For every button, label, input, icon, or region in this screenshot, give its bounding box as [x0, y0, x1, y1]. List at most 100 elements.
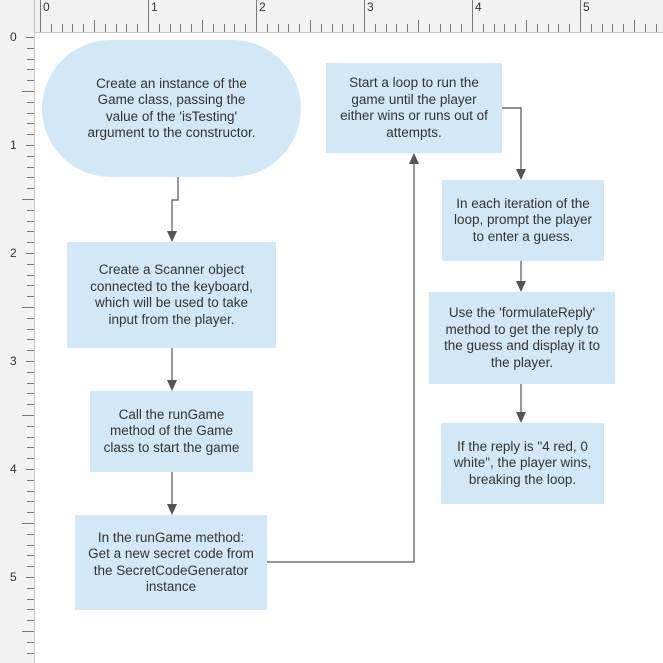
ruler-tick [332, 24, 333, 32]
ruler-tick [450, 24, 451, 32]
ruler-tick [62, 24, 63, 32]
ruler-tick [27, 447, 34, 448]
ruler-tick [26, 145, 34, 146]
ruler-tick [94, 20, 95, 32]
ruler-tick [116, 24, 117, 32]
ruler-tick [494, 24, 495, 32]
ruler-tick [623, 24, 624, 32]
ruler-tick [27, 339, 34, 340]
ruler-tick [27, 275, 34, 276]
ruler-tick [396, 24, 397, 32]
ruler-tick [429, 24, 430, 32]
ruler-tick [27, 653, 34, 654]
ruler-tick [418, 20, 419, 32]
ruler-tick [27, 329, 34, 330]
ruler-tick [27, 48, 34, 49]
ruler-tick [504, 24, 505, 32]
ruler-tick [27, 188, 34, 189]
ruler-tick [27, 210, 34, 211]
ruler-tick [26, 37, 34, 38]
ruler-tick [27, 512, 34, 513]
ruler-tick [27, 285, 34, 286]
ruler-tick [26, 361, 34, 362]
ruler-tick [364, 0, 365, 32]
ruler-label-horizontal: 4 [475, 0, 482, 14]
ruler-tick [27, 123, 34, 124]
ruler-tick [27, 555, 34, 556]
node-formulate-reply[interactable]: Use the 'formulateReply' method to get t… [429, 292, 615, 384]
ruler-tick [27, 545, 34, 546]
ruler-tick [569, 24, 570, 32]
ruler-tick [591, 24, 592, 32]
ruler-tick [180, 24, 181, 32]
ruler-tick [22, 415, 34, 416]
ruler-tick [27, 113, 34, 114]
ruler-tick [558, 24, 559, 32]
ruler-tick [170, 24, 171, 32]
ruler-tick [27, 177, 34, 178]
ruler-tick [612, 24, 613, 32]
ruler-tick [27, 102, 34, 103]
ruler-tick [27, 491, 34, 492]
ruler-tick [27, 480, 34, 481]
ruler-tick [51, 24, 52, 32]
ruler-tick [72, 24, 73, 32]
ruler-tick [26, 253, 34, 254]
ruler-label-vertical: 1 [10, 138, 17, 152]
ruler-tick [27, 393, 34, 394]
ruler-tick [40, 0, 41, 32]
ruler-tick [537, 24, 538, 32]
ruler-tick [526, 20, 527, 32]
ruler-tick [27, 167, 34, 168]
ruler-tick [202, 20, 203, 32]
horizontal-ruler [0, 0, 663, 33]
ruler-tick [27, 69, 34, 70]
ruler-tick [22, 199, 34, 200]
ruler-tick [159, 24, 160, 32]
ruler-tick [27, 242, 34, 243]
ruler-tick [461, 24, 462, 32]
ruler-tick [656, 24, 657, 32]
ruler-tick [105, 24, 106, 32]
ruler-tick [27, 404, 34, 405]
ruler-tick [22, 91, 34, 92]
ruler-label-vertical: 0 [10, 30, 17, 44]
ruler-tick [137, 24, 138, 32]
node-create-scanner[interactable]: Create a Scanner object connected to the… [67, 242, 276, 348]
ruler-tick [26, 469, 34, 470]
ruler-label-horizontal: 5 [583, 0, 590, 14]
ruler-tick [27, 80, 34, 81]
ruler-tick [645, 24, 646, 32]
ruler-tick [267, 24, 268, 32]
ruler-tick [22, 523, 34, 524]
ruler-tick [440, 24, 441, 32]
ruler-label-horizontal: 1 [151, 0, 158, 14]
ruler-tick [634, 20, 635, 32]
ruler-tick [288, 24, 289, 32]
ruler-tick [27, 437, 34, 438]
ruler-tick [126, 24, 127, 32]
vertical-ruler [0, 0, 35, 663]
ruler-tick [27, 458, 34, 459]
node-get-secret-code[interactable]: In the runGame method: Get a new secret … [75, 515, 267, 610]
ruler-tick [386, 24, 387, 32]
ruler-tick [27, 264, 34, 265]
ruler-tick [483, 24, 484, 32]
ruler-tick [27, 59, 34, 60]
ruler-tick [515, 24, 516, 32]
ruler-tick [27, 426, 34, 427]
ruler-tick [278, 24, 279, 32]
ruler-tick [321, 24, 322, 32]
node-prompt-guess[interactable]: In each iteration of the loop, prompt th… [442, 180, 604, 261]
ruler-tick [27, 318, 34, 319]
ruler-tick [548, 24, 549, 32]
ruler-tick [375, 24, 376, 32]
ruler-tick [224, 24, 225, 32]
ruler-tick [27, 599, 34, 600]
node-call-rungame[interactable]: Call the runGame method of the Game clas… [90, 391, 253, 472]
ruler-tick [472, 0, 473, 32]
node-start-loop[interactable]: Start a loop to run the game until the p… [326, 63, 502, 153]
node-check-win[interactable]: If the reply is "4 red, 0 white", the pl… [441, 423, 604, 504]
ruler-tick [310, 20, 311, 32]
node-create-game[interactable]: Create an instance of the Game class, pa… [42, 40, 301, 177]
